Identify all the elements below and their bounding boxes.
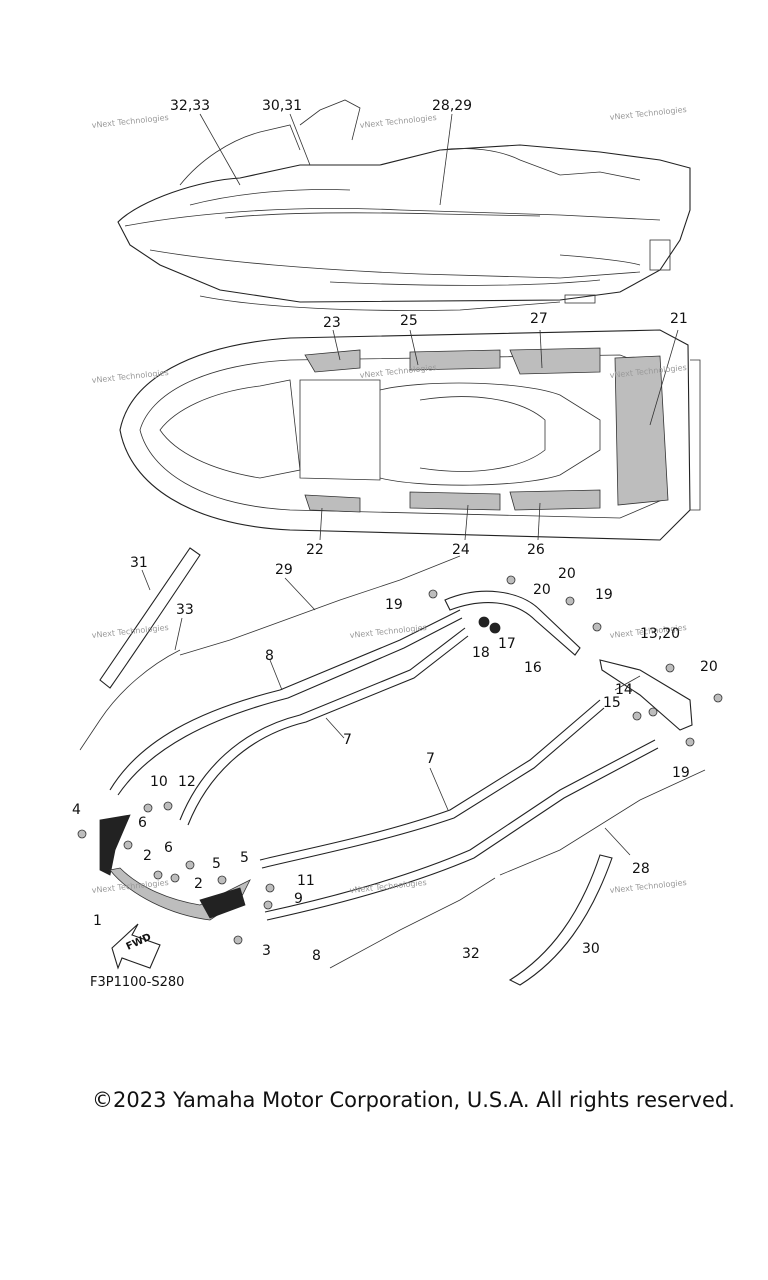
callout-32: 32 [462, 946, 480, 962]
watermark-text: vNext Technologies [359, 363, 437, 380]
callout-33: 33 [176, 602, 194, 618]
callout-28-29: 28,29 [432, 98, 472, 114]
watermark-text: vNext Technologies [349, 623, 427, 640]
watermark-text: vNext Technologies [349, 878, 427, 895]
callout-9: 9 [294, 891, 303, 907]
callout-2: 2 [194, 876, 203, 892]
callout-31: 31 [130, 555, 148, 571]
callout-27: 27 [530, 311, 548, 327]
callout-10: 10 [150, 774, 168, 790]
callout-24: 24 [452, 542, 470, 558]
callout-4: 4 [72, 802, 81, 818]
callout-15: 15 [603, 695, 621, 711]
callout-6: 6 [164, 840, 173, 856]
diagram-code: F3P1100-S280 [90, 975, 185, 990]
callout-11: 11 [297, 873, 315, 889]
callout-13-20: 13,20 [640, 626, 680, 642]
callout-2: 2 [143, 848, 152, 864]
callout-26: 26 [527, 542, 545, 558]
exploded-parts [77, 547, 723, 986]
leader-lines [141, 113, 679, 856]
watermark-text: vNext Technologies [609, 878, 687, 895]
side-view-watercraft [117, 99, 691, 311]
callout-32-33: 32,33 [170, 98, 210, 114]
callout-22: 22 [306, 542, 324, 558]
callout-19: 19 [672, 765, 690, 781]
callout-30: 30 [582, 941, 600, 957]
callout-14: 14 [615, 682, 633, 698]
fwd-label: FWD [125, 932, 153, 953]
callout-5: 5 [212, 856, 221, 872]
callout-5: 5 [240, 850, 249, 866]
callout-17: 17 [498, 636, 516, 652]
callout-30-31: 30,31 [262, 98, 302, 114]
callout-3: 3 [262, 943, 271, 959]
callout-21: 21 [670, 311, 688, 327]
watermark-text: vNext Technologies [359, 113, 437, 130]
callout-8: 8 [265, 648, 274, 664]
watermark-text: vNext Technologies [91, 113, 169, 130]
callout-28: 28 [632, 861, 650, 877]
watermark-text: vNext Technologies [91, 368, 169, 385]
callout-12: 12 [178, 774, 196, 790]
parts-diagram: vNext Technologies vNext Technologies vN… [72, 98, 723, 986]
copyright-text: ©2023 Yamaha Motor Corporation, U.S.A. A… [92, 1088, 735, 1112]
callout-7: 7 [426, 751, 435, 767]
top-view-watercraft [119, 329, 701, 541]
callout-19: 19 [595, 587, 613, 603]
callout-16: 16 [524, 660, 542, 676]
callout-20: 20 [558, 566, 576, 582]
callout-19: 19 [385, 597, 403, 613]
callout-25: 25 [400, 313, 418, 329]
callout-20: 20 [533, 582, 551, 598]
callout-1: 1 [93, 913, 102, 929]
watermark-text: vNext Technologies [609, 105, 687, 122]
callout-29: 29 [275, 562, 293, 578]
callout-18: 18 [472, 645, 490, 661]
watermark-text: vNext Technologies [91, 623, 169, 640]
callout-23: 23 [323, 315, 341, 331]
callout-8: 8 [312, 948, 321, 964]
callout-7: 7 [343, 732, 352, 748]
callout-20: 20 [700, 659, 718, 675]
callouts: 32,33 30,31 28,29 23 25 27 21 22 24 26 3… [72, 98, 718, 964]
callout-6: 6 [138, 815, 147, 831]
